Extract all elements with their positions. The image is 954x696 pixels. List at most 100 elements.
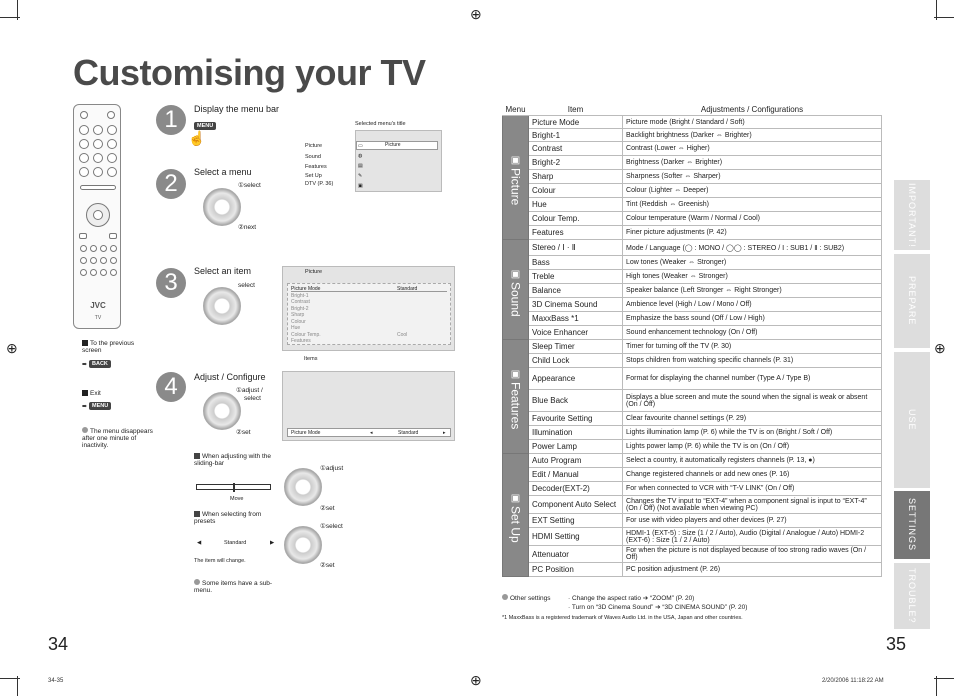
adjustment-cell: Mode / Language (◯ : MONO / ◯◯ : STEREO … xyxy=(622,239,882,256)
category-icon: ▣ xyxy=(510,369,521,381)
adjustment-cell: Brightness (Darker ⇔ Brighter) xyxy=(622,155,882,170)
menu-item-sound: Sound xyxy=(305,154,321,160)
category-icon: ▣ xyxy=(510,268,521,280)
screen-menu-row: Bright-2 xyxy=(291,306,447,312)
item-cell: Treble xyxy=(528,269,624,284)
registration-mark-icon: ⊕ xyxy=(470,6,482,22)
item-cell: Sharp xyxy=(528,169,624,184)
item-cell: PC Position xyxy=(528,562,624,577)
item-cell: Attenuator xyxy=(528,545,624,563)
item-cell: Blue Back xyxy=(528,389,624,412)
dial-pad-icon xyxy=(284,526,322,564)
other-settings-label: Other settings xyxy=(502,594,550,602)
table-row: Decoder(EXT-2)For when connected to VCR … xyxy=(503,481,882,496)
setup-menu-icon: ✎ xyxy=(358,173,363,179)
adjustment-cell: Low tones (Weaker ⇔ Stronger) xyxy=(622,255,882,270)
footer-date: 2/20/2006 11:18:22 AM xyxy=(822,678,884,684)
item-cell: Contrast xyxy=(528,141,624,156)
slider-adjust: ①adjust xyxy=(320,465,344,472)
disappear-note: The menu disappears after one minute of … xyxy=(82,427,153,449)
item-cell: Features xyxy=(528,225,624,240)
adjustment-cell: Timer for turning off the TV (P. 30) xyxy=(622,339,882,354)
step-4-badge: 4 xyxy=(156,372,186,402)
item-cell: Decoder(EXT-2) xyxy=(528,481,624,496)
crop-mark xyxy=(936,676,937,696)
preset-right-arrow-icon: ▶ xyxy=(270,540,275,546)
screen-menu-row-name: Bright-1 xyxy=(291,292,309,299)
remote-brand: JVC xyxy=(90,301,106,310)
step-4-set: ②set xyxy=(236,429,251,436)
preset-select: ①select xyxy=(320,523,343,530)
maxxbass-footnote: *1 MaxxBass is a registered trademark of… xyxy=(502,615,743,621)
picture-menu-icon: ▭ xyxy=(358,143,363,149)
remote-control-image: JVC TV xyxy=(73,104,121,329)
page-title: Customising your TV xyxy=(73,52,426,93)
item-cell: EXT Setting xyxy=(528,513,624,528)
tab-trouble[interactable]: TROUBLE? xyxy=(894,563,930,629)
item-cell: Component Auto Select xyxy=(528,495,624,514)
menu-item-picture: Picture xyxy=(305,143,323,149)
item-cell: Appearance xyxy=(528,367,624,390)
adjustment-cell: For use with video players and other dev… xyxy=(622,513,882,528)
screen-menu-title: Picture xyxy=(305,269,323,275)
category-label: Set Up xyxy=(508,506,523,543)
screen-menu-row-value: Cool xyxy=(397,331,408,338)
step-4-adjust: ①adjust / xyxy=(236,387,263,394)
dtv-menu-icon: ▣ xyxy=(358,183,363,189)
adjustment-cell: For when connected to VCR with “T-V LINK… xyxy=(622,481,882,496)
adjustment-cell: High tones (Weaker ⇔ Stronger) xyxy=(622,269,882,284)
item-cell: Voice Enhancer xyxy=(528,325,624,340)
slider-set: ②set xyxy=(320,505,335,512)
item-cell: Bass xyxy=(528,255,624,270)
screen-menu-row-name: Contrast xyxy=(291,299,310,305)
page-number-left: 34 xyxy=(48,634,69,654)
screen-menu-row-name: Bright-2 xyxy=(291,305,309,312)
sound-menu-icon: ◍ xyxy=(358,153,363,159)
screen-menu-row: Features xyxy=(291,338,447,344)
step-2-label: Select a menu xyxy=(194,167,252,177)
move-label: Move xyxy=(230,496,244,502)
items-caption: Items xyxy=(304,356,318,362)
menu-item-features: Features xyxy=(305,164,327,170)
tab-prepare[interactable]: PREPARE xyxy=(894,254,930,348)
adjustment-cell: Lights illumination lamp (P. 6) while th… xyxy=(622,425,882,440)
screen-menu-row: Colour xyxy=(291,319,447,325)
step-2-next: ②next xyxy=(238,224,257,231)
adjustment-cell: Changes the TV input to “EXT-4” when a c… xyxy=(622,495,882,514)
dial-pad-icon xyxy=(284,468,322,506)
step-3-label: Select an item xyxy=(194,266,252,276)
adjustment-cell: PC position adjustment (P. 26) xyxy=(622,562,882,577)
tab-use[interactable]: USE xyxy=(894,352,930,488)
header-menu: Menu xyxy=(502,104,529,116)
dial-pad-icon xyxy=(203,392,241,430)
screen-menu-row-name: Features xyxy=(291,338,311,344)
back-key: BACK xyxy=(89,360,111,368)
screen-menu-row: Colour Temp.Cool xyxy=(291,332,447,338)
crop-mark xyxy=(0,678,20,679)
slider-bar xyxy=(196,483,271,492)
preset-set: ②set xyxy=(320,562,335,569)
category-set-up: ▣Set Up xyxy=(501,453,530,577)
adjustment-cell: Sound enhancement technology (On / Off) xyxy=(622,325,882,340)
item-cell: Child Lock xyxy=(528,353,624,368)
adjustment-cell: Stops children from watching specific ch… xyxy=(622,353,882,368)
page-number-right: 35 xyxy=(886,634,907,654)
screen-menu-row: Sharp xyxy=(291,312,447,318)
screen-menu-row-name: Colour xyxy=(291,318,306,325)
adjustment-cell: Clear favourite channel settings (P. 29) xyxy=(622,411,882,426)
item-cell: Power Lamp xyxy=(528,439,624,454)
item-cell: 3D Cinema Sound xyxy=(528,297,624,312)
item-cell: Edit / Manual xyxy=(528,467,624,482)
tab-important[interactable]: IMPORTANT! xyxy=(894,180,930,250)
tab-settings[interactable]: SETTINGS xyxy=(894,491,930,559)
registration-mark-icon: ⊕ xyxy=(934,340,946,356)
